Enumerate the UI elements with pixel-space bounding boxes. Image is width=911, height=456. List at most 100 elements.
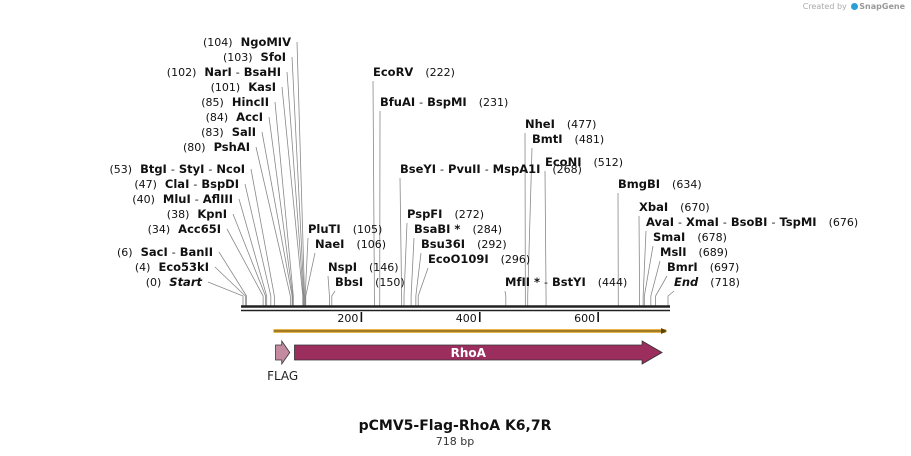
site-text: NaeI(106) — [315, 237, 386, 251]
enzyme-name: AccI — [236, 110, 263, 124]
site-label-nari-bsahi[interactable]: (102)NarI-BsaHI — [167, 65, 281, 79]
site-label-bmti[interactable]: BmtI(481) — [532, 132, 604, 146]
site-text: (38)KpnI — [167, 207, 227, 221]
site-text: NspI(146) — [328, 260, 399, 274]
site-label-nspi[interactable]: NspI(146) — [328, 260, 399, 274]
enzyme-name: NspI — [328, 260, 357, 274]
site-label-mfii-bstyi[interactable]: MfII *-BstYI(444) — [505, 275, 627, 289]
site-label-clai-bspdi[interactable]: (47)ClaI-BspDI — [134, 177, 239, 191]
site-text: (83)SalI — [201, 125, 256, 139]
enzyme-name: SacI — [141, 245, 168, 259]
site-leader-kpni — [232, 213, 266, 306]
site-position: (678) — [697, 231, 727, 244]
site-label-pspfi[interactable]: PspFI(272) — [407, 207, 484, 221]
enzyme-name: BspDI — [201, 177, 239, 191]
site-text: MfII *-BstYI(444) — [505, 275, 627, 289]
site-label-eco53ki[interactable]: (4)Eco53kI — [135, 260, 209, 274]
site-label-ecorv[interactable]: EcoRV(222) — [373, 65, 455, 79]
feature-flag-arrow[interactable] — [275, 339, 291, 366]
site-leader-pspfi — [403, 222, 408, 306]
site-label-bbsi[interactable]: BbsI(150) — [335, 275, 405, 289]
site-label-bsabi[interactable]: BsaBI *(284) — [414, 222, 502, 236]
site-position: (268) — [552, 163, 582, 176]
site-label-bseyi-pvuii-mspa1i[interactable]: BseYI-PvuII-MspA1I(268) — [400, 162, 582, 176]
site-position: (106) — [356, 238, 386, 251]
site-label-bsu36i[interactable]: Bsu36I(292) — [421, 237, 507, 251]
site-label-bmgbi[interactable]: BmgBI(634) — [618, 177, 702, 191]
site-label-saci-banii[interactable]: (6)SacI-BanII — [117, 245, 213, 259]
enzyme-name: BseYI — [400, 162, 436, 176]
site-label-naei[interactable]: NaeI(106) — [315, 237, 386, 251]
site-label-kasi[interactable]: (101)KasI — [211, 80, 276, 94]
site-text: (102)NarI-BsaHI — [167, 65, 281, 79]
site-label-ngomiv[interactable]: (104)NgoMIV — [203, 35, 291, 49]
enzyme-name: BmtI — [532, 132, 563, 146]
site-separator: - — [723, 216, 727, 229]
site-label-sfoi[interactable]: (103)SfoI — [223, 50, 286, 64]
leader-lines — [207, 41, 675, 306]
feature-rhoa-arrow[interactable] — [294, 340, 663, 365]
site-label-bmri[interactable]: BmrI(697) — [667, 260, 739, 274]
site-label-acci[interactable]: (84)AccI — [206, 110, 263, 124]
site-text: AvaI-XmaI-BsoBI-TspMI(676) — [646, 215, 858, 229]
site-position: (102) — [167, 66, 197, 79]
site-separator: - — [172, 246, 176, 259]
site-label-start[interactable]: (0)Start — [146, 275, 203, 289]
site-position: (670) — [680, 201, 710, 214]
site-label-pshai[interactable]: (80)PshAI — [183, 140, 250, 154]
site-separator: - — [208, 163, 212, 176]
site-text: (53)BtgI-StyI-NcoI — [109, 162, 245, 176]
site-label-ecoo109i[interactable]: EcoO109I(296) — [428, 252, 530, 266]
site-label-kpni[interactable]: (38)KpnI — [167, 207, 227, 221]
site-position: (676) — [829, 216, 859, 229]
sequence-backbone — [241, 305, 670, 312]
ruler-tick-label: 400 — [456, 312, 477, 325]
site-leader-msli — [650, 260, 661, 306]
site-leader-start — [207, 281, 244, 306]
site-leader-bseyi-pvuii-mspa1i — [399, 177, 403, 306]
site-text: SmaI(678) — [653, 230, 727, 244]
enzyme-name: StyI — [179, 162, 205, 176]
site-text: BfuAI-BspMI(231) — [380, 95, 508, 109]
site-text: EcoRV(222) — [373, 65, 455, 79]
site-label-btgi-styi-ncoi[interactable]: (53)BtgI-StyI-NcoI — [109, 162, 245, 176]
enzyme-name: PvuII — [448, 162, 481, 176]
site-label-smai[interactable]: SmaI(678) — [653, 230, 727, 244]
enzyme-name: NcoI — [216, 162, 245, 176]
site-label-sali[interactable]: (83)SalI — [201, 125, 256, 139]
enzyme-name: HincII — [232, 95, 269, 109]
site-label-msli[interactable]: MslI(689) — [660, 245, 728, 259]
site-label-end[interactable]: End(718) — [674, 275, 740, 289]
site-label-pluti[interactable]: PluTI(105) — [308, 222, 382, 236]
site-label-mlui-afliii[interactable]: (40)MluI-AflIII — [132, 192, 233, 206]
site-label-avai-xmai-bsobi-tspmi[interactable]: AvaI-XmaI-BsoBI-TspMI(676) — [646, 215, 858, 229]
site-text: End(718) — [674, 275, 740, 289]
enzyme-name: End — [674, 275, 699, 289]
snapgene-logo-icon — [851, 3, 859, 10]
site-label-acc65i[interactable]: (34)Acc65I — [148, 222, 221, 236]
site-label-econi[interactable]: EcoNI(512) — [545, 155, 623, 169]
site-leader-bsu36i — [415, 252, 422, 306]
site-text: EcoNI(512) — [545, 155, 623, 169]
site-leader-btgi-styi-ncoi — [250, 168, 275, 306]
site-text: XbaI(670) — [639, 200, 710, 214]
site-leader-naei — [305, 252, 316, 306]
ruler-tick-label: 600 — [574, 312, 595, 325]
site-position: (53) — [109, 163, 132, 176]
enzyme-name: MfII * — [505, 275, 540, 289]
site-label-xbai[interactable]: XbaI(670) — [639, 200, 710, 214]
site-label-hincii[interactable]: (85)HincII — [201, 95, 269, 109]
site-labels: (104)NgoMIV(103)SfoI(102)NarI-BsaHI(101)… — [109, 35, 858, 289]
site-position: (6) — [117, 246, 133, 259]
site-position: (231) — [479, 96, 509, 109]
site-leader-sfoi — [291, 56, 305, 306]
site-text: (85)HincII — [201, 95, 269, 109]
site-text: (34)Acc65I — [148, 222, 221, 236]
site-label-bfuai-bspmi[interactable]: BfuAI-BspMI(231) — [380, 95, 508, 109]
site-text: (84)AccI — [206, 110, 263, 124]
site-label-nhei[interactable]: NheI(477) — [525, 117, 596, 131]
site-position: (47) — [134, 178, 157, 191]
site-leader-bbsi — [331, 290, 336, 306]
